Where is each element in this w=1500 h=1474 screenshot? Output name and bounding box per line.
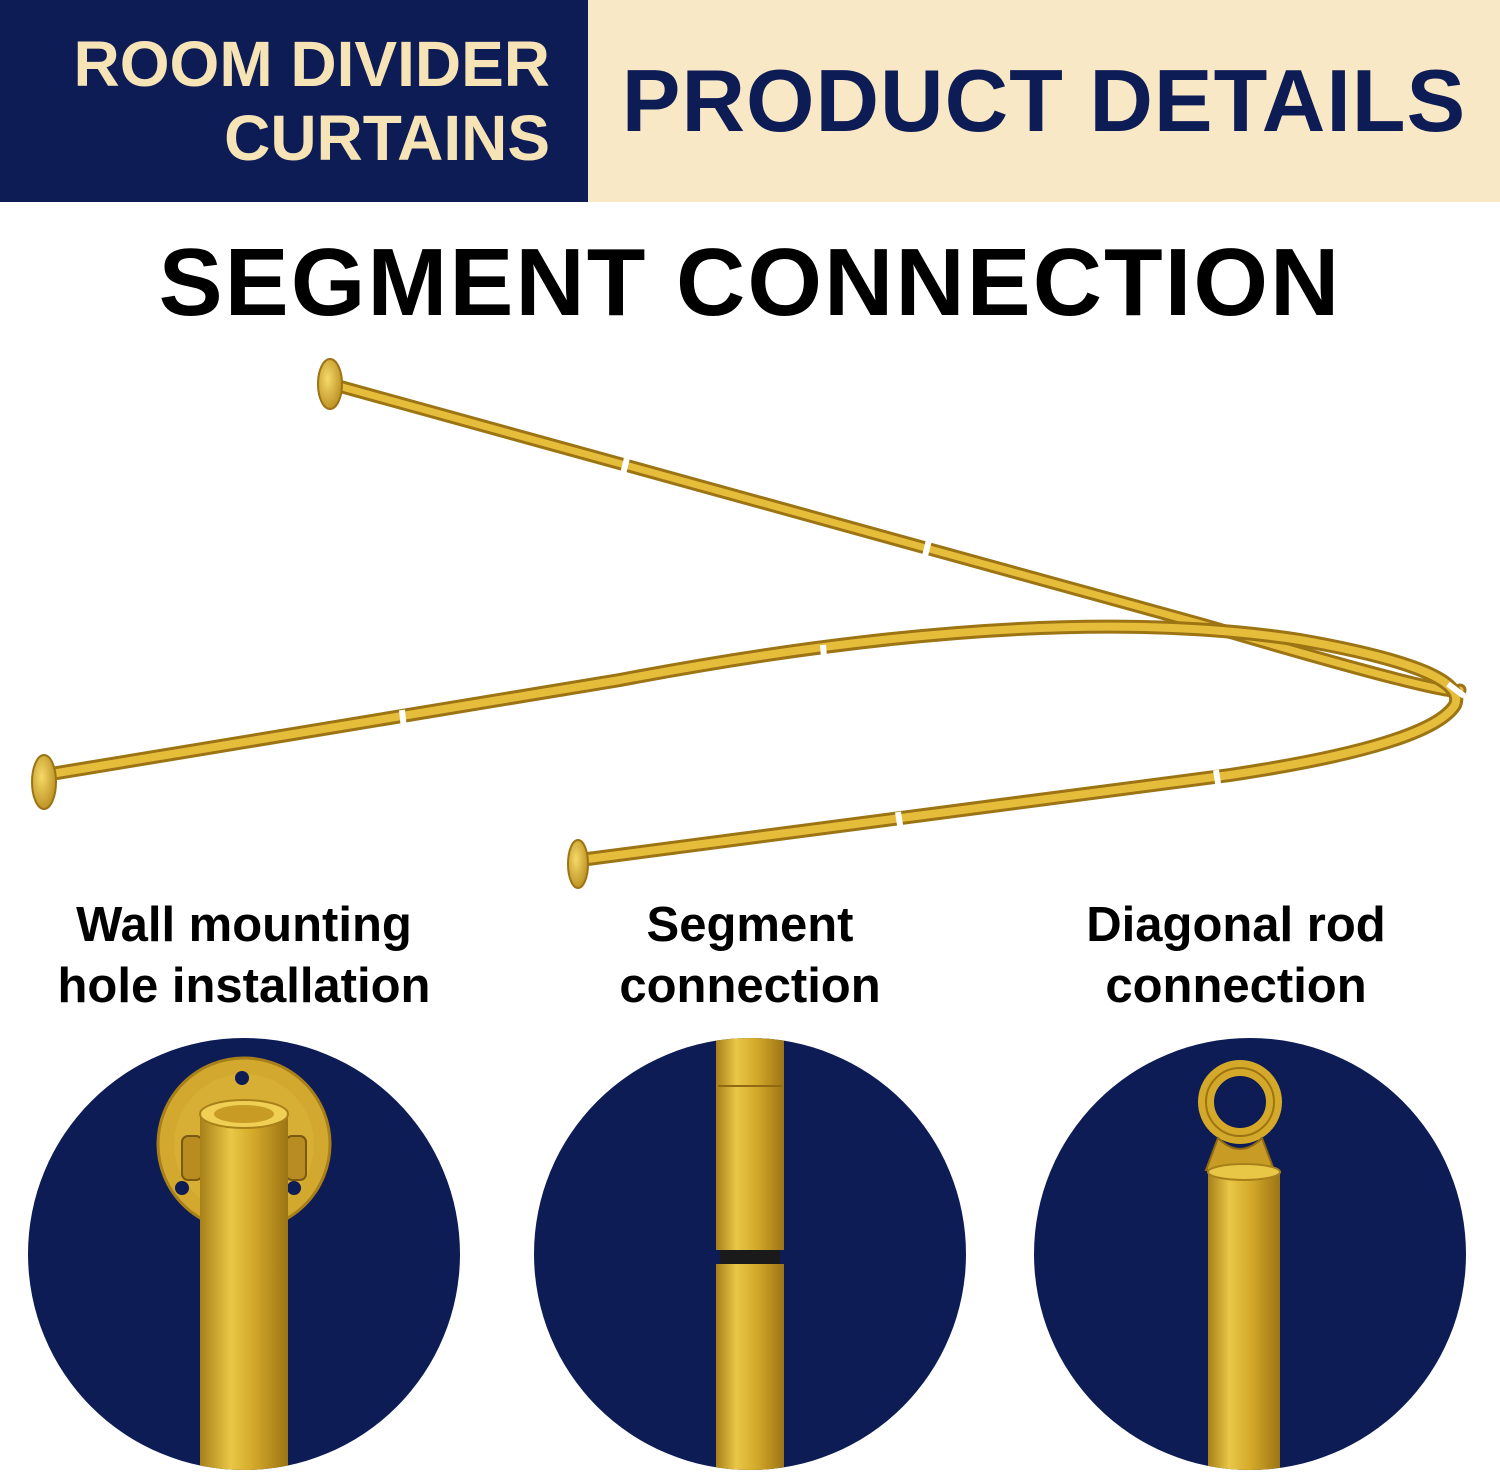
- wall-mount-flange-icon: [28, 1038, 460, 1470]
- product-details-title: PRODUCT DETAILS: [621, 51, 1467, 150]
- ring-end-icon: [1034, 1038, 1466, 1470]
- feature-segment-line2: connection: [619, 959, 881, 1013]
- feature-wall-mount-line2: hole installation: [57, 959, 431, 1013]
- feature-diagonal-label: Diagonal rod connection: [1006, 895, 1466, 1017]
- feature-segment-line1: Segment: [646, 898, 854, 952]
- feature-diagonal-line1: Diagonal rod: [1086, 898, 1386, 952]
- feature-diagonal-line2: connection: [1105, 959, 1367, 1013]
- segment-connection-heading: SEGMENT CONNECTION: [158, 229, 1342, 336]
- feature-segment-label: Segment connection: [520, 895, 980, 1017]
- segment-joints: [399, 453, 1466, 839]
- feature-wall-mount-line1: Wall mounting: [76, 898, 412, 952]
- feature-wall-mount-label: Wall mounting hole installation: [14, 895, 474, 1017]
- brand-title-line2: CURTAINS: [224, 102, 550, 174]
- wall-flange-left: [31, 754, 57, 810]
- wall-flange-bottom: [567, 839, 589, 889]
- brand-banner: ROOM DIVIDER CURTAINS: [0, 0, 588, 202]
- segment-joint-icon: [534, 1038, 966, 1470]
- curtain-rod-illustration: [31, 358, 1467, 889]
- product-details-banner: PRODUCT DETAILS: [588, 0, 1500, 202]
- brand-title-line1: ROOM DIVIDER: [73, 28, 550, 100]
- wall-flange-top: [317, 358, 343, 410]
